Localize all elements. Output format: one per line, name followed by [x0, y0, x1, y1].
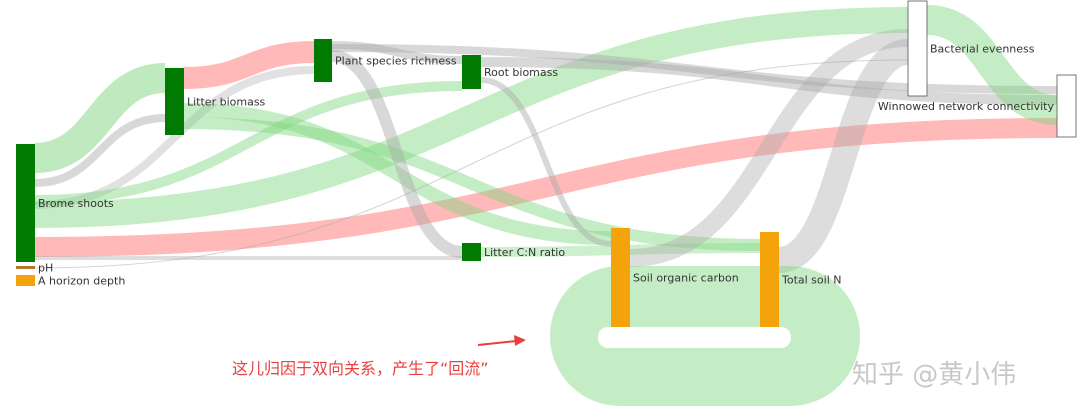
link-ph-to-bact	[34, 59, 909, 269]
node-label-ph: pH	[38, 262, 53, 275]
node-bact[interactable]	[907, 0, 928, 97]
labels-layer: Brome shoots pHA horizon depth Litter biom…	[38, 43, 1054, 288]
node-label-brome: Brome shoots	[38, 197, 114, 210]
link-brome-to-root	[34, 81, 463, 205]
node-ahorizon[interactable]	[16, 275, 35, 286]
node-litter[interactable]	[165, 68, 184, 135]
node-tsn[interactable]	[760, 232, 779, 327]
feedback-loop-gap	[598, 327, 791, 348]
node-plant[interactable]	[314, 39, 332, 82]
annotation-text: 这儿归因于双向关系，产生了“回流”	[232, 359, 489, 378]
link-litter-to-soc	[183, 103, 612, 245]
link-plant-to-root	[331, 41, 463, 64]
link-soc-to-bact	[629, 29, 909, 267]
node-label-litcn: Litter C:N ratio	[484, 246, 565, 259]
node-label-root: Root biomass	[484, 66, 558, 79]
watermark: 知乎 @黄小伟	[852, 360, 1016, 390]
link-root-to-soc	[480, 77, 612, 247]
node-label-litter: Litter biomass	[187, 96, 266, 109]
link-plant-to-litcn	[331, 50, 463, 258]
node-root[interactable]	[462, 55, 481, 89]
link-brome-to-plant	[34, 66, 315, 209]
node-litcn[interactable]	[462, 243, 481, 261]
link-root-to-winn	[480, 57, 1058, 105]
nodes-layer	[16, 0, 1077, 327]
node-label-ahorizon: A horizon depth	[38, 275, 125, 288]
link-litter-to-plant	[183, 41, 315, 89]
link-brome-to-litter	[33, 63, 167, 173]
link-bact-to-winn	[925, 5, 1059, 125]
link-brome-to-winn	[34, 118, 1058, 257]
node-soc[interactable]	[611, 228, 630, 327]
node-winn[interactable]	[1056, 74, 1077, 138]
node-ph[interactable]	[16, 266, 35, 269]
node-label-winn: Winnowed network connectivity	[878, 100, 1055, 113]
node-label-bact: Bacterial evenness	[930, 43, 1035, 56]
node-label-soc: Soil organic carbon	[633, 272, 739, 285]
red-arrow	[477, 335, 526, 346]
link-litter-to-tsn	[183, 117, 761, 251]
link-tsn-to-bact	[776, 39, 911, 273]
link-brome-to-litter	[34, 114, 166, 187]
node-brome[interactable]	[16, 144, 35, 262]
node-label-tsn: Total soil N	[781, 274, 842, 287]
link-brome-to-bact	[34, 7, 909, 228]
node-label-plant: Plant species richness	[335, 55, 457, 68]
